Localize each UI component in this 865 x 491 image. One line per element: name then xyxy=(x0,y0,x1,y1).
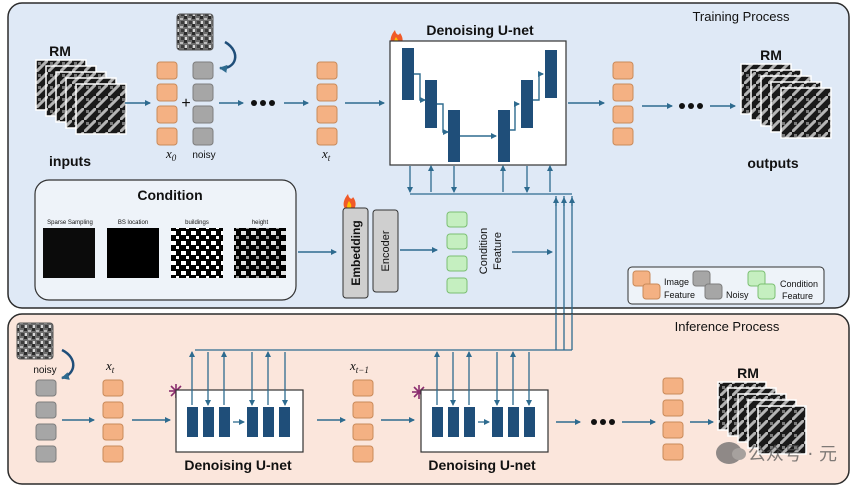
plus-sign: + xyxy=(181,95,190,112)
inference-unet-1-blocks xyxy=(187,407,290,437)
cond-label-buildings: buildings xyxy=(185,220,209,226)
output-feature-column xyxy=(612,61,634,146)
buildings-image xyxy=(171,228,223,278)
inference-rm-stack xyxy=(717,381,807,455)
embedding-block xyxy=(342,207,369,299)
watermark: 公众号 · 元 xyxy=(715,440,837,466)
legend-noisy-swatch-1 xyxy=(692,270,711,287)
sparse-sampling-image xyxy=(43,228,95,278)
embedding-label: Embedding xyxy=(349,220,363,285)
noise-curve-arrow xyxy=(219,40,237,73)
training-unet-blocks xyxy=(402,48,557,162)
legend-condition-swatch-2 xyxy=(757,283,776,300)
inference-xt-label: xt xyxy=(105,358,115,375)
wechat-icon xyxy=(715,442,746,464)
inference-unet-2-vertical-arrows xyxy=(434,351,532,406)
inference-bus-lines xyxy=(195,314,573,351)
legend-condition-label-2: Feature xyxy=(782,291,813,301)
bs-location-image xyxy=(107,228,159,278)
inference-unet-2-blocks xyxy=(432,407,535,437)
condition-feature-label-1: Condition xyxy=(478,228,490,274)
encoder-block xyxy=(372,209,399,293)
watermark-text: 公众号 · 元 xyxy=(747,444,837,465)
cond-label-bs: BS location xyxy=(118,220,148,226)
inference-xt-column xyxy=(102,379,124,463)
training-unet-arrows xyxy=(414,71,544,139)
inference-xt1-label: xt−1 xyxy=(349,358,369,375)
training-unet-title: Denoising U-net xyxy=(426,22,534,38)
legend-condition-label-1: Condition xyxy=(780,279,818,289)
noisy-column xyxy=(192,61,214,146)
legend-noisy-label: Noisy xyxy=(726,290,749,300)
height-image xyxy=(234,228,286,278)
legend-condition-swatch-1 xyxy=(747,270,766,287)
legend-image-swatch-2 xyxy=(642,283,661,300)
condition-feature-column xyxy=(446,211,468,294)
inference-noisy-label: noisy xyxy=(33,365,56,376)
training-unet-down-arrows xyxy=(407,165,572,195)
rm-input-stack xyxy=(35,59,127,135)
cond-label-sparse: Sparse Sampling xyxy=(47,220,93,226)
inference-noise-cube xyxy=(16,322,54,360)
inference-noise-curve-arrow xyxy=(61,348,75,380)
x0-label: x0 xyxy=(165,146,177,163)
rm-input-label: RM xyxy=(49,43,71,59)
cond-label-height: height xyxy=(252,220,269,226)
xt-feature-column xyxy=(316,61,338,146)
rm-output-label: RM xyxy=(760,47,782,63)
ellipsis-dots-1 xyxy=(251,100,275,106)
ellipsis-dots-2 xyxy=(679,103,703,109)
inference-title: Inference Process xyxy=(675,319,780,334)
legend-image-swatch-1 xyxy=(632,270,651,287)
inference-unet-1-vertical-arrows xyxy=(189,351,288,406)
outputs-label: outputs xyxy=(747,155,799,171)
condition-title: Condition xyxy=(137,187,202,203)
inference-ellipsis-dots xyxy=(591,419,615,425)
inference-xt1-column xyxy=(352,379,374,463)
inference-noisy-column xyxy=(35,379,57,463)
xt-label: xt xyxy=(321,146,331,163)
training-unet-box xyxy=(389,40,567,166)
legend-image-label-1: Image xyxy=(664,277,689,287)
noisy-label: noisy xyxy=(192,150,215,161)
inputs-label: inputs xyxy=(49,153,91,169)
encoder-label: Encoder xyxy=(380,230,392,271)
legend-noisy-swatch-2 xyxy=(704,283,723,300)
rm-output-stack xyxy=(740,63,832,139)
condition-box xyxy=(34,179,297,301)
condition-feature-label-2: Feature xyxy=(492,232,504,270)
inference-final-column xyxy=(662,377,684,461)
training-title: Training Process xyxy=(692,9,790,24)
inference-unet-2-title: Denoising U-net xyxy=(428,457,536,473)
inference-unet-1-title: Denoising U-net xyxy=(184,457,292,473)
legend-image-label-2: Feature xyxy=(664,290,695,300)
noise-cube xyxy=(176,13,214,51)
inference-rm-label: RM xyxy=(737,365,759,381)
x0-feature-column xyxy=(156,61,178,146)
